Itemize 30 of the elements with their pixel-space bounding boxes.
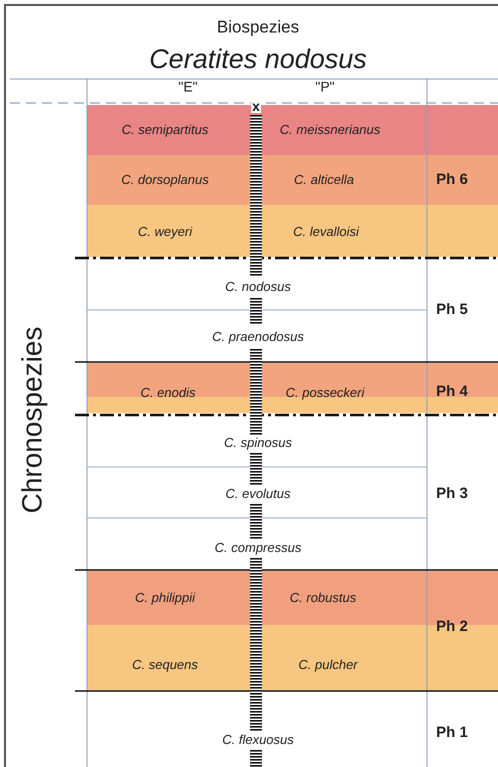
phase-label: Ph 1 bbox=[436, 724, 468, 742]
column-header: "E" bbox=[178, 79, 198, 95]
phase-label: Ph 2 bbox=[436, 618, 468, 636]
species-label: C. enodis bbox=[140, 386, 196, 400]
phase-label: Ph 3 bbox=[436, 486, 468, 502]
species-label: C. meissnerianus bbox=[280, 122, 380, 138]
heading: Biospezies bbox=[216, 18, 300, 38]
species-label: C. dorsoplanus bbox=[121, 172, 209, 188]
species-label: C. compressus bbox=[214, 540, 302, 556]
phase-label: Ph 4 bbox=[436, 384, 468, 400]
species-label: C. nodosus bbox=[225, 280, 291, 294]
species-label: C. philippii bbox=[135, 590, 195, 606]
heading: Ceratites nodosus bbox=[149, 45, 367, 75]
species-label: C. flexuosus bbox=[222, 732, 294, 748]
species-label: C. praenodosus bbox=[212, 330, 304, 344]
species-label: C. posseckeri bbox=[286, 386, 364, 400]
species-label: C. weyeri bbox=[138, 224, 192, 240]
species-label: C. evolutus bbox=[225, 486, 291, 502]
species-label: C. spinosus bbox=[224, 436, 292, 450]
phase-label: Ph 5 bbox=[436, 302, 468, 318]
species-label: C. sequens bbox=[132, 658, 198, 672]
column-header: "P" bbox=[315, 79, 335, 95]
range-top-mark: x bbox=[251, 99, 261, 113]
axis-label: Chronospezies bbox=[18, 326, 48, 514]
species-label: C. robustus bbox=[290, 590, 356, 606]
phase-label: Ph 6 bbox=[436, 172, 468, 188]
species-label: C. pulcher bbox=[298, 658, 358, 672]
species-label: C. levalloisi bbox=[293, 224, 359, 240]
species-label: C. semipartitus bbox=[122, 122, 208, 138]
species-label: C. alticella bbox=[294, 172, 354, 188]
